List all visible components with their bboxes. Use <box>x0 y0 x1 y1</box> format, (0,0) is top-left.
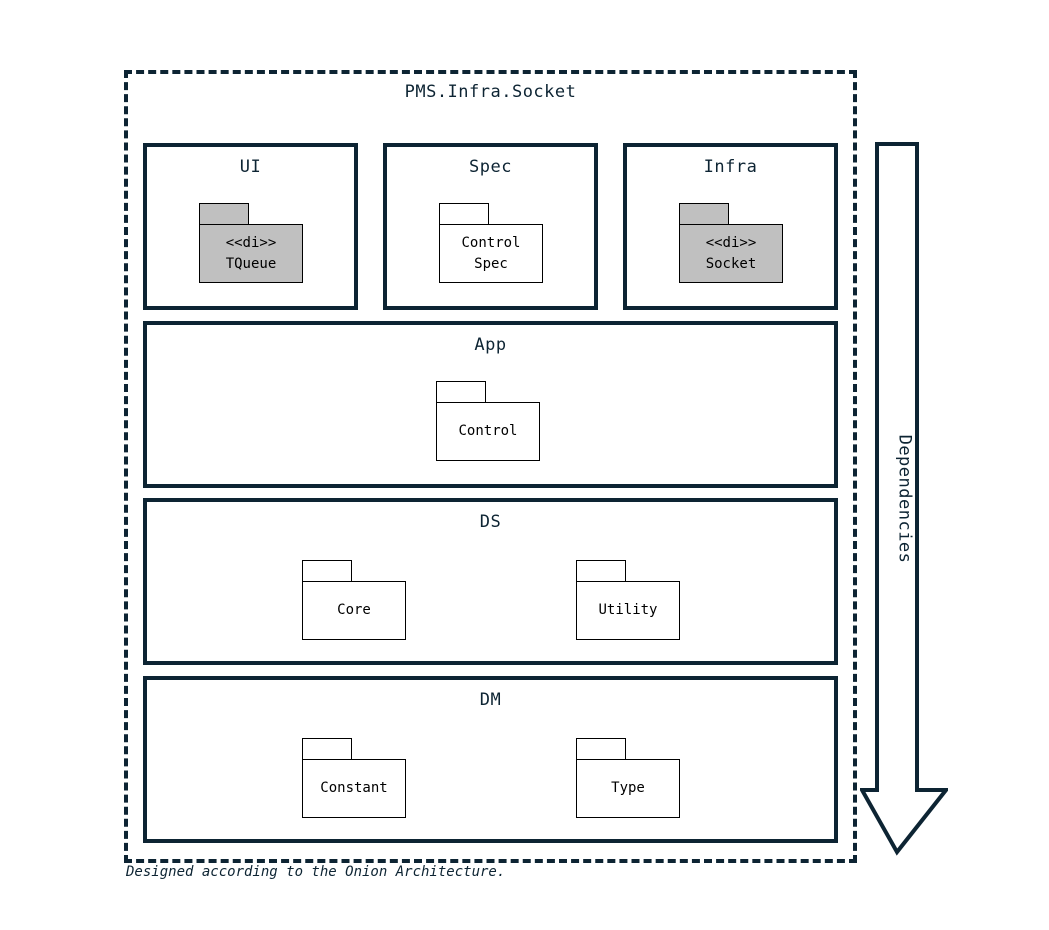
folder-tqueue[interactable]: <<di>> TQueue <box>199 203 303 283</box>
folder-body: <<di>> TQueue <box>199 224 303 283</box>
folder-core[interactable]: Core <box>302 560 406 640</box>
folder-body: Utility <box>576 581 680 640</box>
folder-tab-icon <box>436 381 486 403</box>
folder-stereotype: <<di>> <box>225 234 277 251</box>
package-spec-title: Spec <box>469 157 512 177</box>
folder-body: <<di>> Socket <box>679 224 783 283</box>
folder-body: Core <box>302 581 406 640</box>
folder-tab-icon <box>576 560 626 582</box>
folder-tab-icon <box>302 560 352 582</box>
folder-label: Control <box>458 423 518 439</box>
footer-note: Designed according to the Onion Architec… <box>126 864 506 880</box>
folder-tab-icon <box>439 203 489 225</box>
folder-label: Type <box>611 780 645 796</box>
folder-control-spec[interactable]: Control Spec <box>439 203 543 283</box>
folder-tab-icon <box>302 738 352 760</box>
dependencies-arrow-icon <box>860 142 948 856</box>
folder-tab-icon <box>576 738 626 760</box>
folder-label: Utility <box>598 602 658 618</box>
folder-label-line1: Control <box>461 234 521 251</box>
folder-tab-icon <box>199 203 249 225</box>
system-title: PMS.Infra.Socket <box>404 82 577 102</box>
folder-socket[interactable]: <<di>> Socket <box>679 203 783 283</box>
system-boundary <box>124 70 857 863</box>
folder-type[interactable]: Type <box>576 738 680 818</box>
folder-label: Core <box>337 602 371 618</box>
layer-dm[interactable]: DM <box>143 676 838 843</box>
layer-dm-title: DM <box>479 690 502 710</box>
folder-body: Control Spec <box>439 224 543 283</box>
folder-body: Type <box>576 759 680 818</box>
folder-utility[interactable]: Utility <box>576 560 680 640</box>
folder-body: Constant <box>302 759 406 818</box>
layer-ds[interactable]: DS <box>143 498 838 665</box>
folder-label: Socket <box>705 255 757 272</box>
folder-label: TQueue <box>225 255 277 272</box>
folder-control[interactable]: Control <box>436 381 540 461</box>
folder-label-line2: Spec <box>474 255 508 272</box>
layer-app-title: App <box>474 335 507 355</box>
folder-tab-icon <box>679 203 729 225</box>
layer-ds-title: DS <box>479 512 502 532</box>
package-ui-title: UI <box>239 157 262 177</box>
folder-stereotype: <<di>> <box>705 234 757 251</box>
folder-label: Constant <box>320 780 388 796</box>
folder-body: Control <box>436 402 540 461</box>
folder-constant[interactable]: Constant <box>302 738 406 818</box>
package-infra-title: Infra <box>703 157 758 177</box>
